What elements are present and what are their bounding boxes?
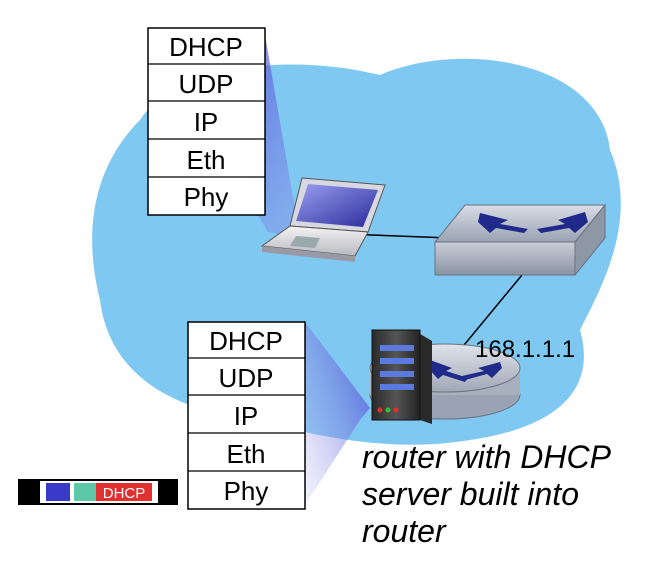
server-layer-ip: IP [234,401,259,431]
caption-line-3: router [362,513,447,549]
packet-label: DHCP [103,485,146,502]
dhcp-packet: DHCP [18,479,178,505]
server-layer-eth: Eth [226,439,265,469]
server-protocol-stack: DHCP UDP IP Eth Phy [187,321,306,510]
client-layer-eth: Eth [186,145,225,175]
client-layer-phy: Phy [184,182,229,212]
server-stack-beam [305,322,370,505]
caption-line-2: server built into [362,476,579,512]
client-protocol-stack: DHCP UDP IP Eth Phy [147,27,266,216]
client-layer-ip: IP [194,107,219,137]
client-layer-udp: UDP [179,69,234,99]
client-layer-dhcp: DHCP [169,32,243,62]
router-ip-label: 168.1.1.1 [475,336,575,363]
laptop-icon[interactable] [260,177,386,262]
caption-line-1: router with DHCP [362,439,612,475]
switch-icon[interactable] [433,203,607,277]
server-layer-phy: Phy [224,476,269,506]
link-switch-router [454,274,523,357]
server-layer-udp: UDP [219,363,274,393]
server-layer-dhcp: DHCP [209,326,283,356]
server-icon[interactable] [371,329,432,424]
